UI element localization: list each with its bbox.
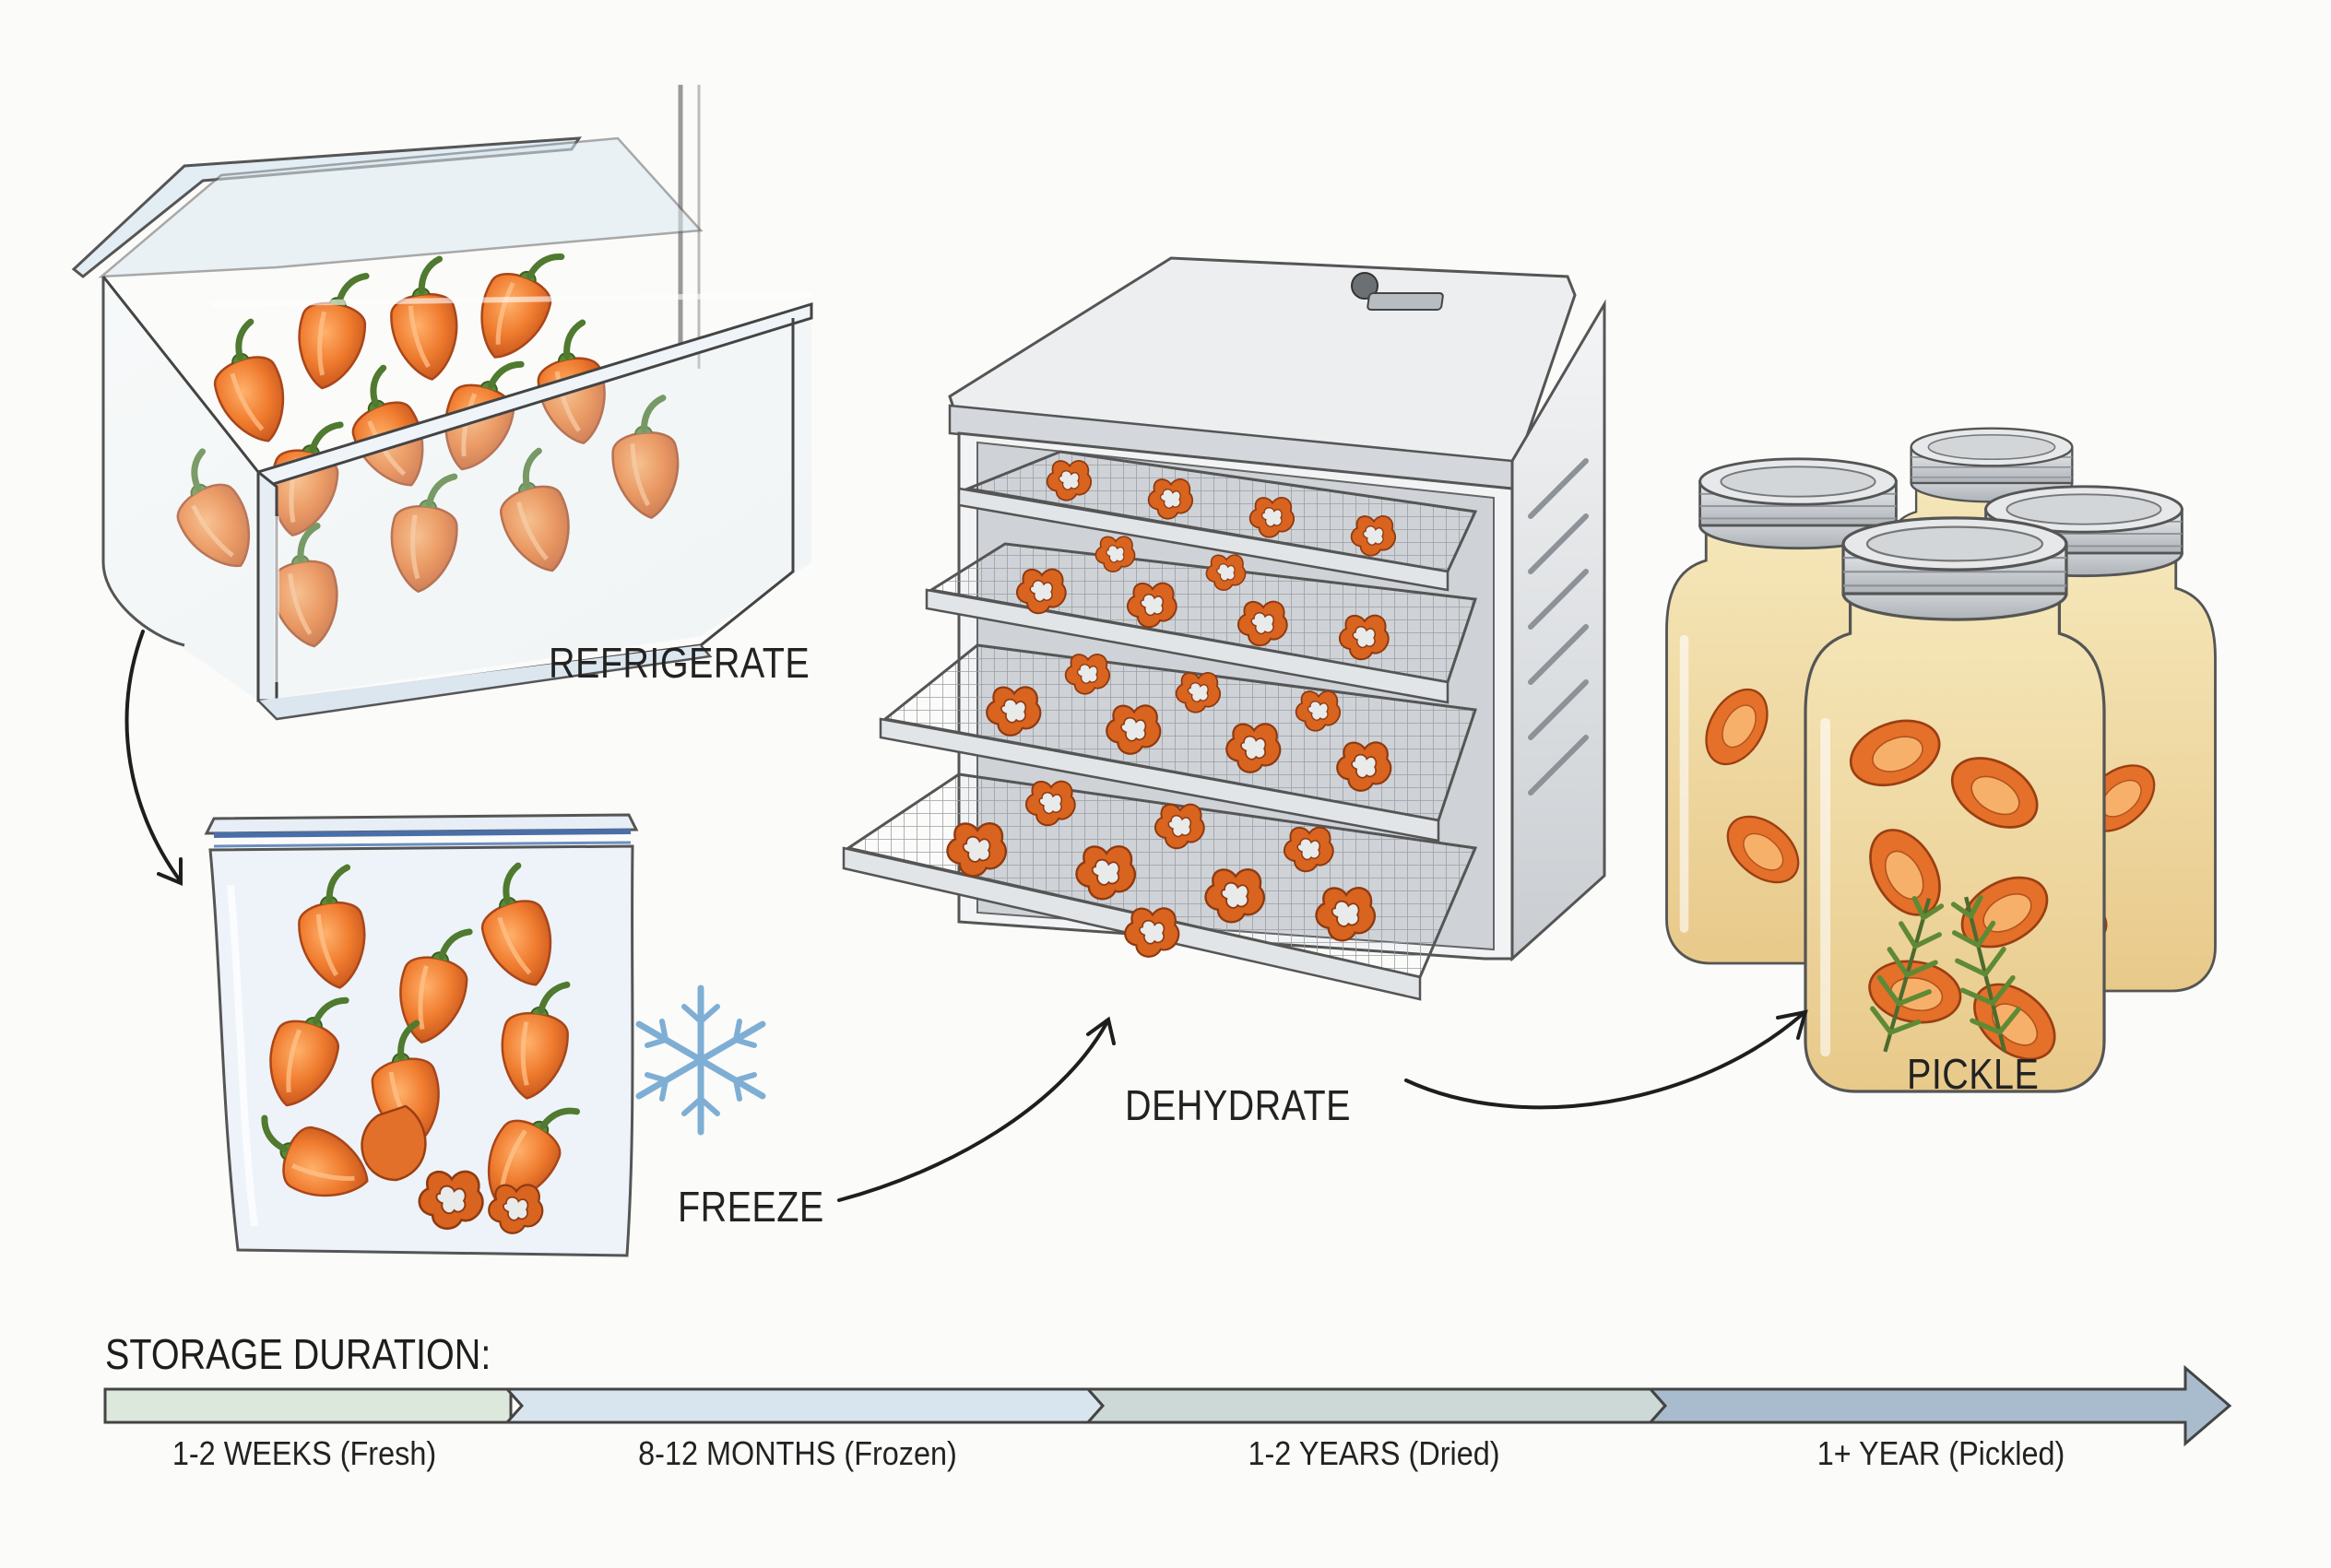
timeline-label-fresh: 1-2 WEEKS (Fresh) xyxy=(172,1434,437,1472)
timeline-label-frozen: 8-12 MONTHS (Frozen) xyxy=(638,1434,957,1472)
food-dehydrator-icon xyxy=(842,256,1606,1001)
freezer-bag-icon xyxy=(204,813,639,1257)
snowflake-icon xyxy=(639,988,763,1132)
timeline-segment-fresh xyxy=(103,1387,513,1424)
dehydrator-tray xyxy=(842,772,1478,1001)
label-freeze: FREEZE xyxy=(678,1183,824,1231)
label-pickle: PICKLE xyxy=(1907,1050,2040,1098)
mason-jar-icon xyxy=(1667,429,2216,1091)
label-dehydrate: DEHYDRATE xyxy=(1125,1081,1351,1129)
flow-arrow-icon xyxy=(124,630,1808,1202)
label-refrigerate: REFRIGERATE xyxy=(549,639,811,687)
timeline-title: STORAGE DURATION: xyxy=(105,1330,491,1378)
timeline-segment-pickled xyxy=(1647,1364,2232,1447)
refrigerator-drawer-icon xyxy=(71,85,813,721)
storage-duration-timeline xyxy=(103,1364,2232,1447)
dehydrator-tray xyxy=(879,643,1477,843)
timeline-label-dried: 1-2 YEARS (Dried) xyxy=(1248,1434,1500,1472)
timeline-segment-frozen xyxy=(503,1387,1106,1424)
dehydrator-tray xyxy=(925,536,1478,704)
dehydrator-tray xyxy=(957,450,1478,592)
timeline-label-pickled: 1+ YEAR (Pickled) xyxy=(1816,1434,2065,1472)
timeline-segment-dried xyxy=(1084,1387,1668,1424)
